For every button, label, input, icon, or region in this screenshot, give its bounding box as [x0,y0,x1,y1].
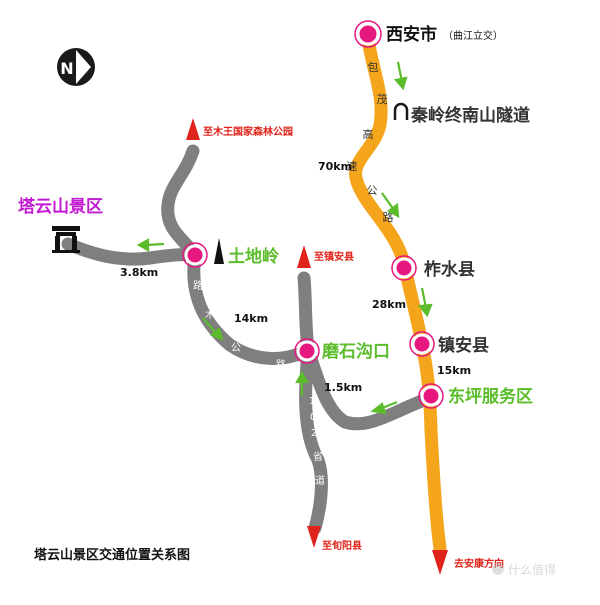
arrow-down-icon [307,526,321,548]
expressway-char: 包 [368,61,379,74]
road-tudiling-moshi [187,248,315,365]
dest-label-xunyang: 至旬阳县 [322,539,362,552]
county-road-name: 路 木 公 路 [193,279,286,371]
road-to-mwg-forest [161,144,202,262]
dot-ring [182,242,208,268]
arrow-down-icon [432,550,448,575]
dot-ring [391,255,417,281]
map-caption: 塔云山景区交通位置关系图 [34,547,190,563]
road-moshi-dongping [301,343,437,431]
location-dot-rings [182,20,444,409]
road-char: 1 [309,396,315,407]
location-dot-dongping [420,385,442,407]
place-label-dongping: 东坪服务区 [448,386,533,407]
distance-labels: 70km 28km 15km 1.5km 14km 3.8km [120,160,471,394]
compass-label: N [60,59,73,78]
road-char: 公 [231,343,241,354]
location-dot-moshigoukou [296,340,318,362]
place-note-xian: （曲江立交） [443,29,503,42]
watermark: 什么值得 [492,562,556,577]
destination-arrows [186,118,448,575]
place-label-moshigoukou: 磨石沟口 [322,341,390,362]
dot-ring [409,331,435,357]
distance-label: 1.5km [324,381,362,394]
place-label-xian: 西安市 [386,24,437,45]
distance-label: 3.8km [120,266,158,279]
provincial-road-name: 1 0 2 省 道 [309,396,325,487]
distance-label: 15km [437,364,471,377]
expressway-char: 高 [363,127,374,141]
arrow-icon [393,61,408,91]
expressway-char: 茂 [377,92,388,106]
arrow-icon [202,317,224,341]
place-label-tunnel: 秦岭终南山隧道 [411,105,530,126]
road-scenic-tudiling [61,237,202,266]
expressway-name: 包 茂 高 速 公 路 [347,61,394,224]
place-label-tudiling: 土地岭 [228,246,279,267]
expressway-char: 公 [367,184,378,197]
dest-label-ankang: 去安康方向 [454,557,504,570]
watermark-icon [492,563,504,575]
arrow-up-icon [186,118,200,140]
place-label-scenic: 塔云山景区 [18,196,103,217]
dot-ring [354,20,382,48]
dest-label-mwg-forest: 至木王国家森林公园 [203,125,293,138]
watermark-text: 什么值得 [508,562,556,577]
location-dot-tudiling [184,244,206,266]
road-char: 省 [313,450,323,463]
mountain-icon [214,238,224,264]
expressway-char: 路 [383,211,394,224]
expressway-char: 速 [347,160,358,173]
dest-label-zhenan: 至镇安县 [314,250,354,263]
road-char: 0 [310,412,316,423]
direction-arrows [136,61,433,415]
arrow-up-icon [297,245,311,268]
location-dot-xian [356,22,380,46]
gate-icon [52,226,80,253]
road-char: 道 [315,474,325,487]
arrow-icon [136,238,165,252]
road-char: 路 [193,279,203,292]
distance-label: 14km [234,312,268,325]
location-dots [184,22,442,407]
dot-ring [418,383,444,409]
arrow-icon [370,400,398,415]
distance-label: 28km [372,298,406,311]
location-dot-zhashui [393,257,415,279]
north-compass-icon: N [57,48,95,86]
distance-label: 70km [318,160,352,173]
road-char: 木 [205,309,215,321]
dot-ring [294,338,320,364]
road-char: 路 [276,358,286,371]
arrow-icon [381,192,400,218]
arrow-icon [417,287,433,318]
arrow-icon [295,370,309,396]
tunnel-icon [393,102,409,120]
road-char: 2 [311,428,317,439]
place-label-zhenan: 镇安县 [438,335,489,356]
location-dot-zhenan [411,333,433,355]
place-label-zhashui: 柞水县 [424,259,475,280]
